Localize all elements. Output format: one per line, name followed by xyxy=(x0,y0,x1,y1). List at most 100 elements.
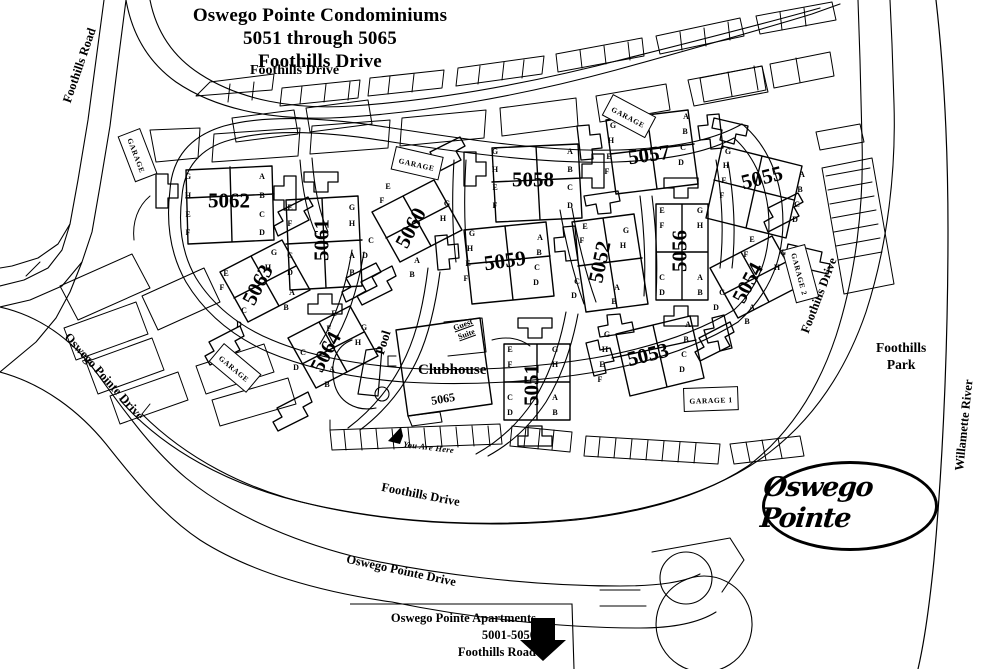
building-5058-unit-c: C xyxy=(567,183,573,192)
building-5056-unit-a: A xyxy=(697,273,703,282)
building-5063-unit-g: G xyxy=(270,248,278,257)
building-5059-unit-g: G xyxy=(468,229,476,238)
building-5055-unit-f: F xyxy=(719,191,725,200)
building-5063-unit-h: H xyxy=(264,263,272,272)
building-5061-unit-e: E xyxy=(287,203,293,212)
building-5054-unit-d: D xyxy=(713,303,719,312)
clubhouse-label: Clubhouse xyxy=(418,362,487,378)
building-5056-unit-f: F xyxy=(659,221,665,230)
building-5062-unit-h: H xyxy=(184,191,192,200)
logo-wordmark-text: Oswego Pointe xyxy=(758,472,875,534)
building-5058-unit-h: H xyxy=(491,165,499,174)
road-label-foothills-drive-top: Foothills Drive xyxy=(250,63,340,78)
building-5055-unit-d: D xyxy=(792,215,798,224)
building-5058-unit-e: E xyxy=(492,183,498,192)
building-5057-unit-a: A xyxy=(683,112,689,121)
building-5063-unit-e: E xyxy=(223,269,229,278)
building-5054-unit-b: B xyxy=(744,317,750,326)
building-5063-unit-a: A xyxy=(289,288,295,297)
page-title: Oswego Pointe Condominiums 5051 through … xyxy=(0,4,640,74)
building-5053-unit-a: A xyxy=(685,320,691,329)
building-5051-unit-d: D xyxy=(507,408,513,417)
building-5061-unit-b: B xyxy=(349,268,355,277)
title-line-2: 5051 through 5065 xyxy=(242,28,398,50)
building-5057-unit-h: H xyxy=(607,136,615,145)
building-5054-unit-c: C xyxy=(719,288,725,297)
building-5052-unit-c: C xyxy=(574,277,580,286)
building-5056-unit-g: G xyxy=(696,206,704,215)
building-5062-unit-d: D xyxy=(259,228,265,237)
building-5060-unit-d: D xyxy=(362,251,368,260)
building-5061-unit-a: A xyxy=(349,251,355,260)
garage-north-label: GARAGE xyxy=(397,156,436,174)
building-5056-unit-b: B xyxy=(697,288,703,297)
building-5060-unit-b: B xyxy=(409,270,415,279)
building-5064-unit-h: H xyxy=(354,338,362,347)
building-5059-unit-h: H xyxy=(466,244,474,253)
building-5051-unit-f: F xyxy=(507,360,513,369)
building-5062-unit-g: G xyxy=(184,172,192,181)
building-5060-unit-f: F xyxy=(379,196,385,205)
building-5061-unit-c: C xyxy=(287,251,293,260)
building-5062-number: 5062 xyxy=(208,188,250,213)
building-5057-unit-d: D xyxy=(678,158,684,167)
bottom-note-line-2: 5001-5050 xyxy=(481,627,536,642)
building-5053-unit-d: D xyxy=(679,365,685,374)
garage-southeast-label: GARAGE 1 xyxy=(689,395,733,406)
title-line-3: Foothills Drive xyxy=(258,51,382,73)
building-5055-unit-e: E xyxy=(721,176,727,185)
building-5054-unit-e: E xyxy=(749,235,755,244)
building-5052-unit-e: E xyxy=(582,222,588,231)
building-5053-unit-h: H xyxy=(601,345,609,354)
building-5054-unit-g: G xyxy=(779,248,787,257)
building-5058-unit-f: F xyxy=(492,201,498,210)
building-5059-unit-e: E xyxy=(465,259,471,268)
building-5057-unit-e: E xyxy=(606,152,612,161)
building-5060-unit-e: E xyxy=(385,182,391,191)
building-5051-unit-h: H xyxy=(551,360,559,369)
building-5053-unit-b: B xyxy=(683,335,689,344)
building-5059-unit-b: B xyxy=(536,248,542,257)
building-5057-unit-g: G xyxy=(609,121,617,130)
building-5058-number: 5058 xyxy=(512,167,554,192)
building-5051-unit-a: A xyxy=(552,393,558,402)
building-5063-unit-b: B xyxy=(283,303,289,312)
building-5062-unit-f: F xyxy=(185,228,191,237)
building-5062-unit-a: A xyxy=(259,172,265,181)
building-5061-unit-d: D xyxy=(287,268,293,277)
building-5061-unit-g: G xyxy=(348,203,356,212)
building-5058-unit-d: D xyxy=(567,201,573,210)
building-5055-unit-g: G xyxy=(724,147,732,156)
building-5064-unit-e: E xyxy=(331,309,337,318)
building-5056-unit-e: E xyxy=(659,206,665,215)
garage-east-label: GARAGE 2 xyxy=(789,252,810,297)
building-5053-unit-f: F xyxy=(597,375,603,384)
building-5055-unit-a: A xyxy=(799,170,805,179)
building-5056-unit-c: C xyxy=(659,273,665,282)
building-5061-unit-f: F xyxy=(287,219,293,228)
building-5054-unit-f: F xyxy=(743,250,749,259)
building-5055-unit-h: H xyxy=(722,161,730,170)
building-5052-unit-f: F xyxy=(579,236,585,245)
building-5064-unit-b: B xyxy=(324,380,330,389)
building-5061-unit-h: H xyxy=(348,219,356,228)
building-5051-unit-b: B xyxy=(552,408,558,417)
building-5052-unit-g: G xyxy=(622,226,630,235)
building-5052-unit-d: D xyxy=(571,291,577,300)
logo-oval-border xyxy=(762,461,938,551)
building-5059-unit-f: F xyxy=(463,274,469,283)
building-5051-unit-c: C xyxy=(507,393,513,402)
building-5062-unit-c: C xyxy=(259,210,265,219)
building-5055-unit-b: B xyxy=(797,185,803,194)
bottom-note: Oswego Pointe Apartments 5001-5050 Footh… xyxy=(296,610,536,661)
building-5051-unit-g: G xyxy=(551,345,559,354)
bottom-note-line-3: Foothills Road xyxy=(457,644,536,659)
building-5054-unit-a: A xyxy=(749,303,755,312)
building-5064-unit-a: A xyxy=(329,365,335,374)
building-5052-unit-h: H xyxy=(619,241,627,250)
building-5064-unit-c: C xyxy=(300,348,306,357)
building-5058-unit-b: B xyxy=(567,165,573,174)
building-5053-unit-c: C xyxy=(681,350,687,359)
building-5062-unit-e: E xyxy=(185,210,191,219)
